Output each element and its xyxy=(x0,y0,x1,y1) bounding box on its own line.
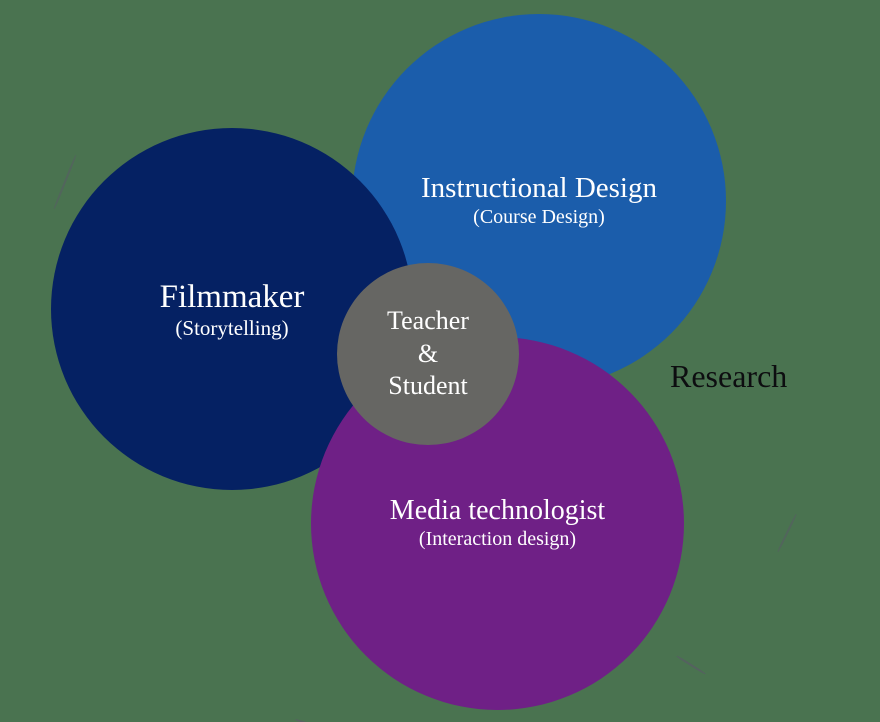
circle-teacher-student[interactable]: Teacher & Student xyxy=(337,263,519,445)
circle-teacher-student-line-2: & xyxy=(417,338,439,368)
circle-filmmaker-title: Filmmaker xyxy=(159,278,305,315)
circle-media-technologist-title: Media technologist xyxy=(389,494,606,526)
research-label: Research xyxy=(670,358,788,394)
circle-teacher-student-line-3: Student xyxy=(388,371,468,401)
circle-instructional-design-subtitle: (Course Design) xyxy=(473,206,605,229)
circle-instructional-design-title: Instructional Design xyxy=(421,171,657,204)
circle-media-technologist-subtitle: (Interaction design) xyxy=(418,528,577,551)
circle-teacher-student-line-1: Teacher xyxy=(387,305,469,335)
circle-filmmaker-subtitle: (Storytelling) xyxy=(175,316,289,341)
